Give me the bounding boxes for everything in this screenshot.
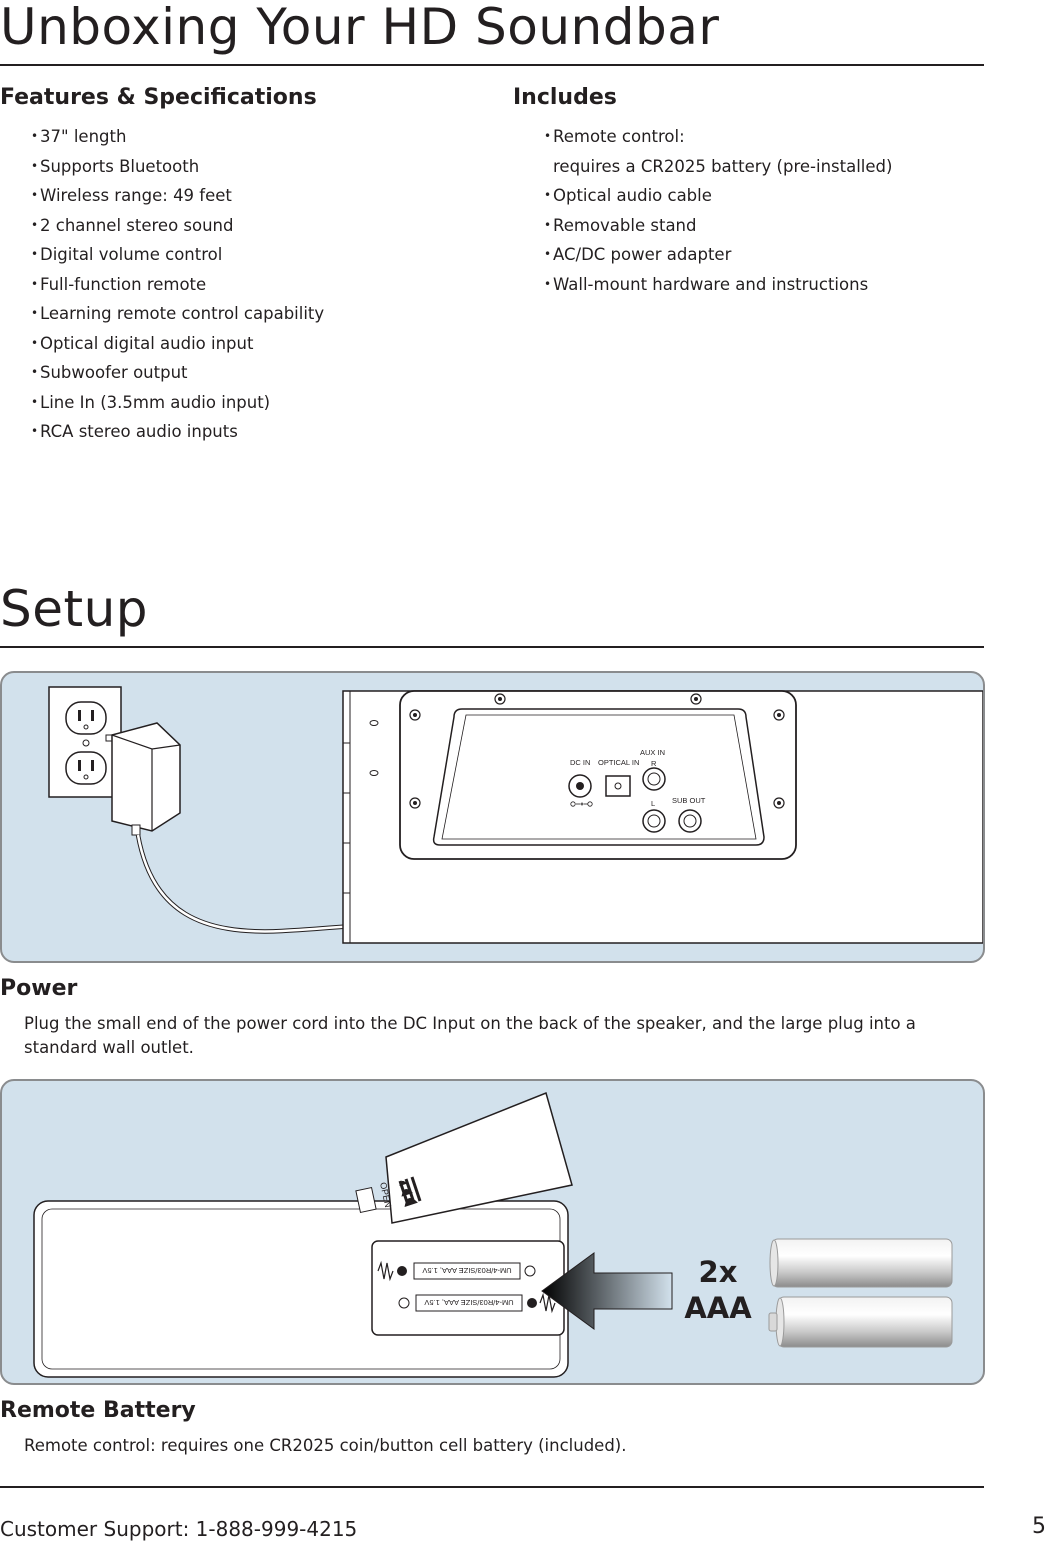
slot-1-label: UM-4/R03/SIZE AAA, 1.5V xyxy=(422,1266,511,1275)
list-item: Supports Bluetooth xyxy=(0,152,324,182)
wall-outlet xyxy=(48,686,122,798)
dc-polarity-icon xyxy=(570,801,593,807)
battery-slot-1: UM-4/R03/SIZE AAA, 1.5V xyxy=(397,1262,536,1280)
list-item: Learning remote control capability xyxy=(0,299,324,329)
power-illustration: DC IN OPTICAL IN AUX IN R L SUB OUT xyxy=(0,671,985,963)
list-item: AC/DC power adapter xyxy=(513,240,892,270)
battery-type: AAA xyxy=(684,1291,752,1325)
features-heading: Features & Specifications xyxy=(0,85,317,110)
battery-count: 2x xyxy=(699,1255,738,1289)
setup-title: Setup xyxy=(0,580,149,638)
page-number: 5 xyxy=(1032,1514,1046,1539)
aux-l-label: L xyxy=(651,799,655,808)
remote-line-2: requires a CR2025 battery (pre-installed… xyxy=(553,156,893,176)
list-item: Optical digital audio input xyxy=(0,329,324,359)
insert-arrow xyxy=(541,1252,673,1330)
optical-in-label: OPTICAL IN xyxy=(598,758,639,767)
list-item: Subwoofer output xyxy=(0,358,324,388)
power-text: Plug the small end of the power cord int… xyxy=(24,1014,916,1057)
power-heading: Power xyxy=(0,976,78,1001)
list-item: RCA stereo audio inputs xyxy=(0,417,324,447)
aaa-battery-2 xyxy=(768,1296,953,1348)
soundbar-back: DC IN OPTICAL IN AUX IN R L SUB OUT xyxy=(342,690,983,944)
slot-2-label: UM-4/R03/SIZE AAA, 1.5V xyxy=(424,1298,513,1307)
battery-cover: OPEN xyxy=(355,1091,573,1224)
footer-rule xyxy=(0,1486,984,1488)
list-item: Wireless range: 49 feet xyxy=(0,181,324,211)
dc-in-label: DC IN xyxy=(570,758,590,767)
list-item: Remote control: requires a CR2025 batter… xyxy=(513,122,892,181)
list-item: 37" length xyxy=(0,122,324,152)
list-item: Wall-mount hardware and instructions xyxy=(513,270,892,300)
customer-support: Customer Support: 1-888-999-4215 xyxy=(0,1517,358,1541)
setup-rule xyxy=(0,646,984,648)
battery-slot-2: UM-4/R03/SIZE AAA, 1.5V xyxy=(398,1294,537,1312)
power-diagram: DC IN OPTICAL IN AUX IN R L SUB OUT xyxy=(48,686,983,944)
power-adapter xyxy=(105,722,181,836)
battery-diagram: UM-4/R03/SIZE AAA, 1.5V UM-4/R03/SIZE AA… xyxy=(33,1091,953,1378)
page-title: Unboxing Your HD Soundbar xyxy=(0,0,720,56)
remote-battery-text: Remote control: requires one CR2025 coin… xyxy=(24,1436,627,1455)
aux-in-label: AUX IN xyxy=(640,748,665,757)
remote-battery-heading: Remote Battery xyxy=(0,1398,196,1423)
battery-illustration: UM-4/R03/SIZE AAA, 1.5V UM-4/R03/SIZE AA… xyxy=(0,1079,985,1385)
list-item: Optical audio cable xyxy=(513,181,892,211)
list-item: Digital volume control xyxy=(0,240,324,270)
title-rule xyxy=(0,64,984,66)
features-list: 37" length Supports Bluetooth Wireless r… xyxy=(0,122,324,447)
aux-r-label: R xyxy=(651,759,657,768)
list-item: Full-function remote xyxy=(0,270,324,300)
list-item: Line In (3.5mm audio input) xyxy=(0,388,324,418)
sub-out-label: SUB OUT xyxy=(672,796,706,805)
includes-list: Remote control: requires a CR2025 batter… xyxy=(513,122,892,299)
list-item: 2 channel stereo sound xyxy=(0,211,324,241)
battery-compartment xyxy=(371,1240,565,1336)
remote-line-1: Remote control: xyxy=(553,127,685,146)
aaa-battery-1 xyxy=(769,1238,953,1288)
list-item: Removable stand xyxy=(513,211,892,241)
includes-heading: Includes xyxy=(513,85,617,110)
